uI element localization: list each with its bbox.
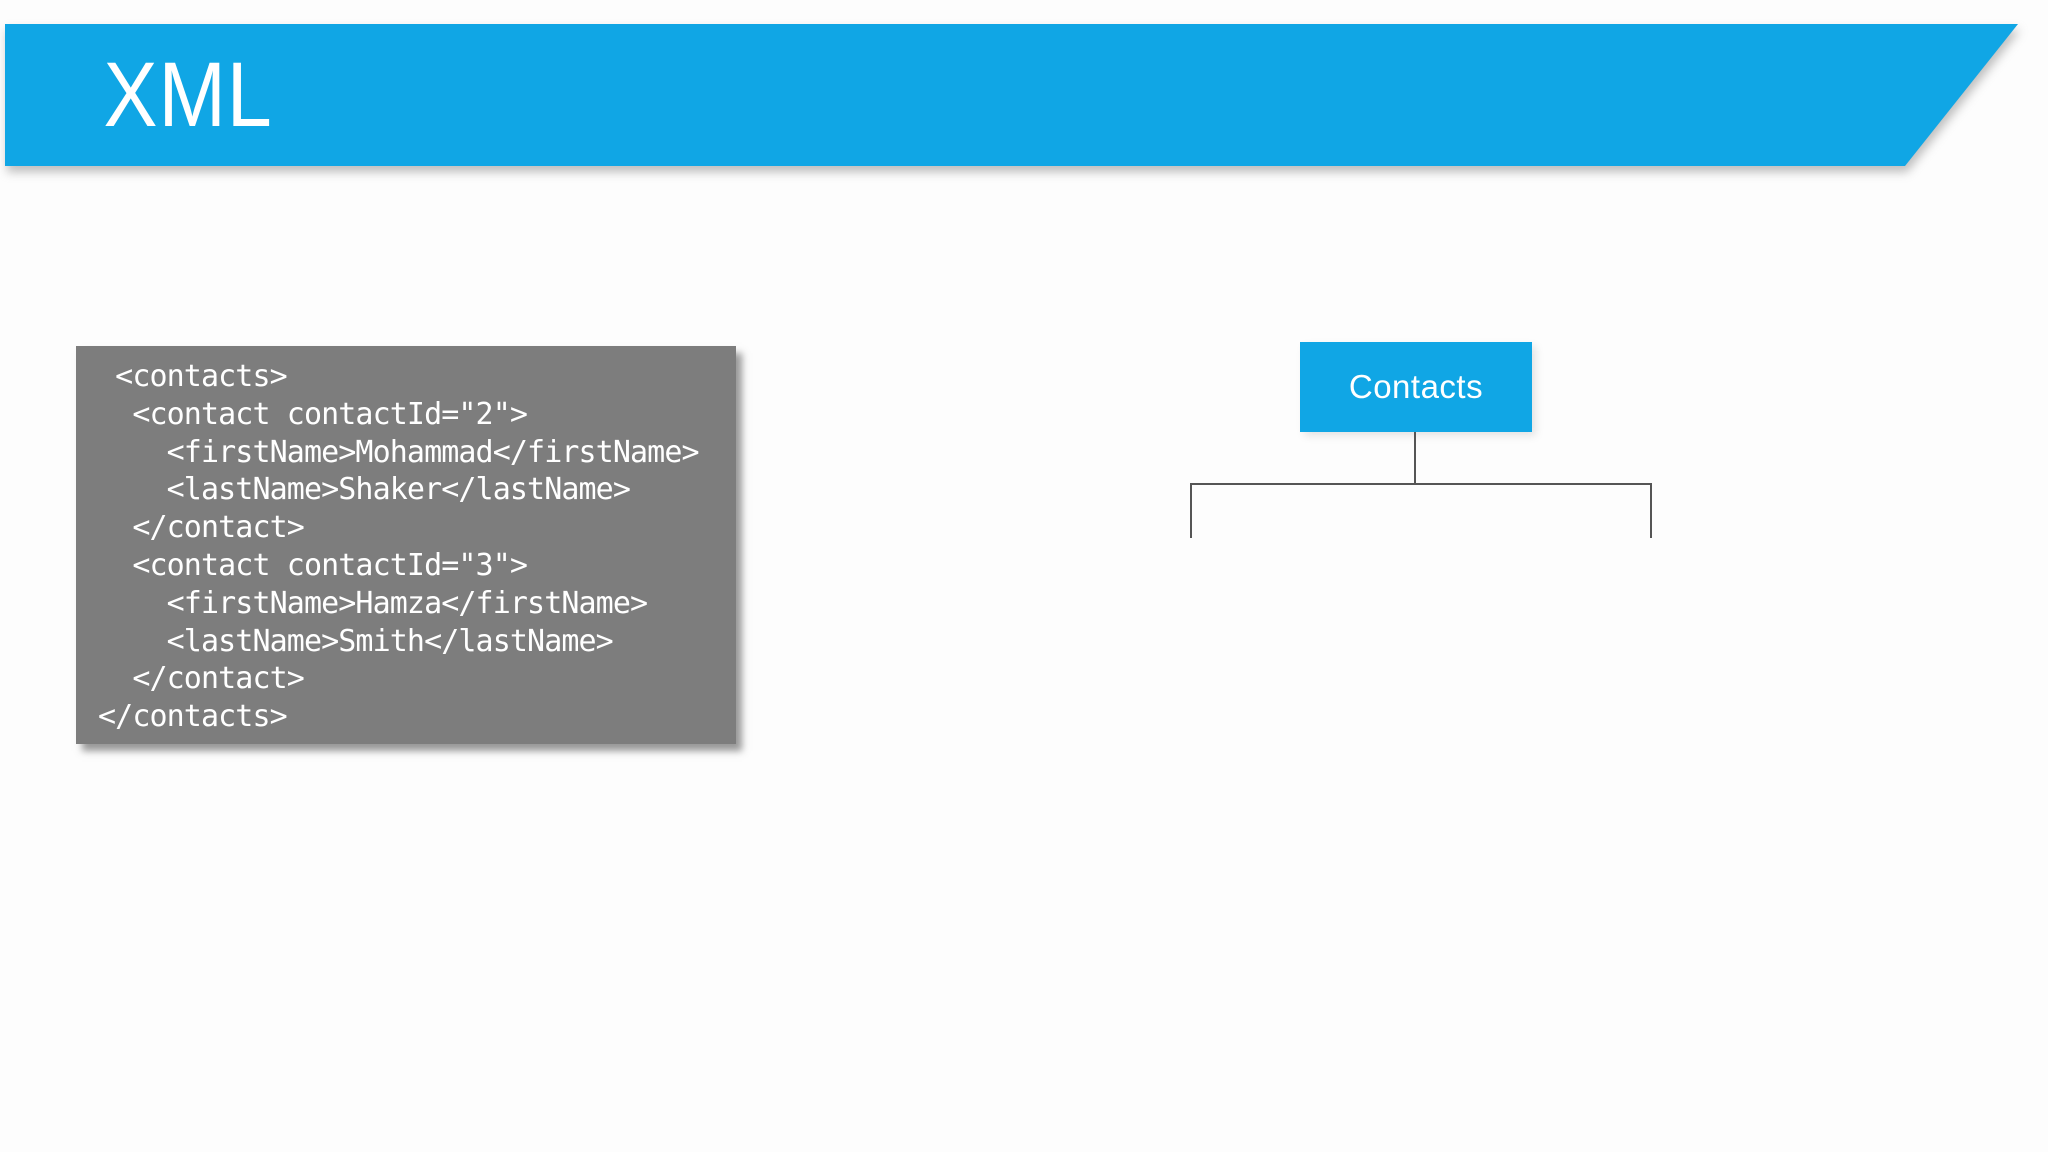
code-line: <contacts> bbox=[98, 359, 288, 394]
code-line: <lastName>Smith</lastName> bbox=[98, 623, 614, 659]
tree-connector-tick-right bbox=[1650, 483, 1652, 538]
tree-connector-tick-left bbox=[1190, 483, 1192, 538]
tree-node-label: Contacts bbox=[1348, 368, 1484, 405]
code-line: </contacts> bbox=[98, 699, 288, 735]
slide-title: XML bbox=[103, 44, 273, 146]
code-line: </contact> bbox=[98, 661, 305, 697]
xml-code-block: <contacts> <contact contactId="2"> <firs… bbox=[76, 346, 736, 744]
code-line: <lastName>Shaker</lastName> bbox=[98, 472, 631, 508]
code-line: <contact contactId="3"> bbox=[98, 547, 528, 583]
tree-connector-horizontal bbox=[1190, 483, 1652, 485]
title-banner-shadow: XML bbox=[0, 0, 2048, 200]
code-line: <firstName>Hamza</firstName> bbox=[98, 585, 648, 621]
tree-connector-stub bbox=[1414, 432, 1416, 483]
tree-node-contacts: Contacts bbox=[1300, 342, 1532, 432]
code-line: <contact contactId="2"> bbox=[98, 396, 528, 432]
code-line: </contact> bbox=[98, 510, 305, 546]
title-banner: XML bbox=[5, 24, 2018, 166]
code-line: <firstName>Mohammad</firstName> bbox=[98, 434, 700, 470]
